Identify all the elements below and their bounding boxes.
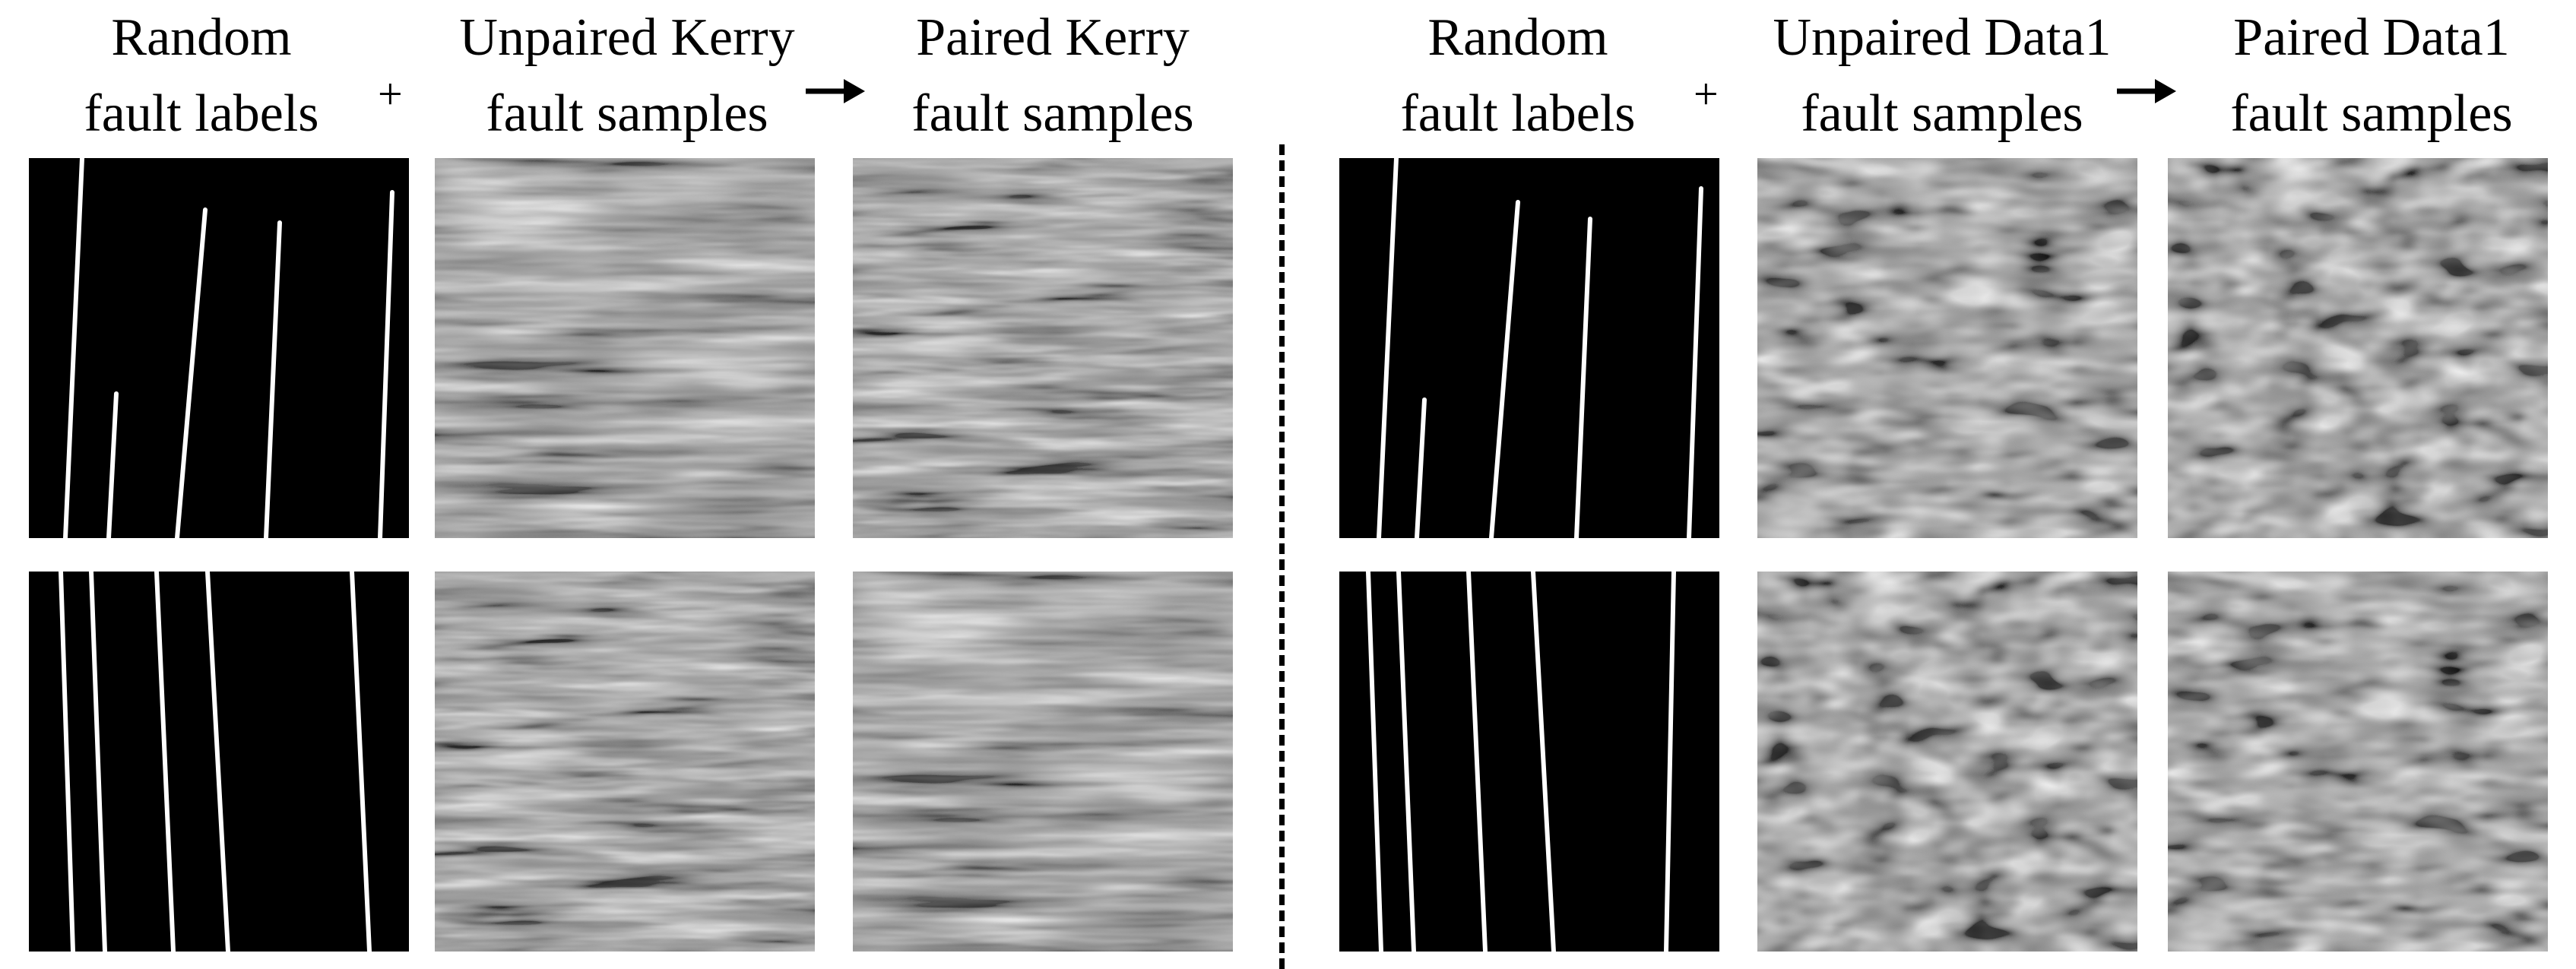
left-col3-header-line1: Paired Kerry [916,8,1190,67]
right-row2-paired-data1-image [2168,572,2548,952]
left-col3-header: Paired Kerry fault samples [855,0,1250,152]
right-col1-header-line2: fault labels [1400,84,1636,143]
left-row1-unpaired-kerry-image [435,158,815,538]
left-col2-header-line2: fault samples [486,84,768,143]
left-right-arrow-icon [806,79,865,103]
right-row2-fault-label-image [1339,572,1719,952]
right-col3-header-line1: Paired Data1 [2233,8,2510,67]
right-row1-paired-data1-image [2168,158,2548,538]
left-row2-unpaired-kerry-image [435,572,815,952]
right-row1-unpaired-data1-image [1757,158,2137,538]
right-col1-header-line1: Random [1427,8,1608,67]
left-col2-header-line1: Unpaired Kerry [459,8,795,67]
right-col3-header: Paired Data1 fault samples [2170,0,2573,152]
right-plus-icon: + [1694,69,1719,119]
left-col3-header-line2: fault samples [911,84,1194,143]
left-row1-paired-kerry-image [853,158,1233,538]
right-row1-fault-label-image [1339,158,1719,538]
right-right-arrow-icon [2117,79,2176,103]
right-col3-header-line2: fault samples [2230,84,2513,143]
left-row2-fault-label-image [29,572,409,952]
left-plus-icon: + [378,69,403,119]
right-col2-header-line1: Unpaired Data1 [1773,8,2112,67]
left-col1-header-line1: Random [111,8,292,67]
dashed-divider [1279,144,1285,969]
right-row2-unpaired-data1-image [1757,572,2137,952]
right-col2-header: Unpaired Data1 fault samples [1737,0,2147,152]
left-col1-header-line2: fault labels [84,84,319,143]
left-col2-header: Unpaired Kerry fault samples [422,0,832,152]
left-row2-paired-kerry-image [853,572,1233,952]
right-col1-header: Random fault labels [1339,0,1697,152]
right-col2-header-line2: fault samples [1801,84,2083,143]
left-col1-header: Random fault labels [27,0,376,152]
left-row1-fault-label-image [29,158,409,538]
